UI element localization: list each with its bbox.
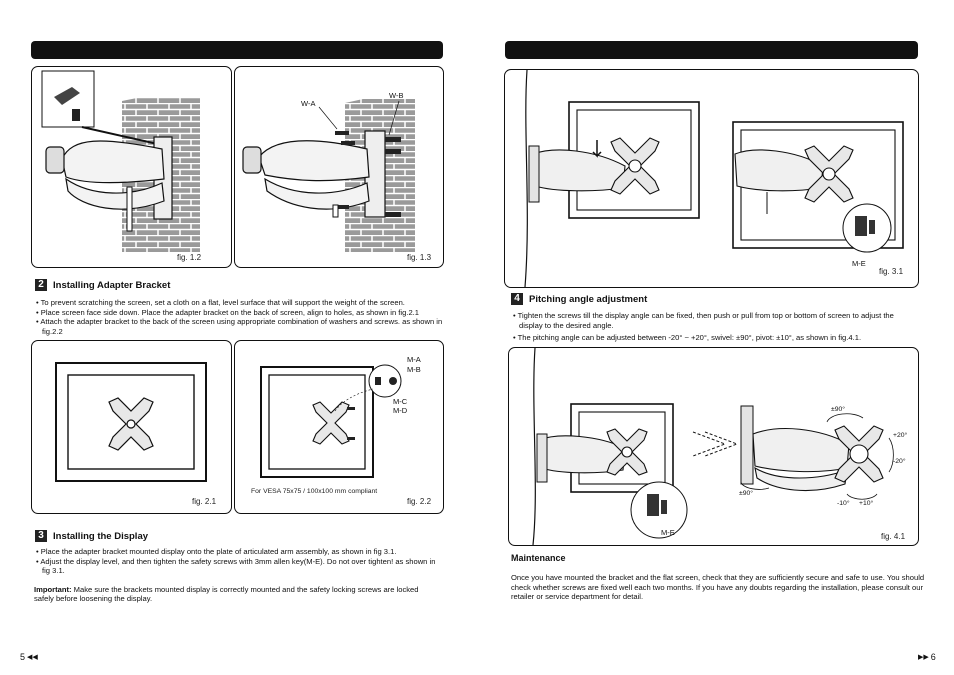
section-3-title: Installing the Display [53,530,149,542]
fig-4-1-caption: fig. 4.1 [881,532,906,541]
section-4-bullet-2: • The pitching angle can be adjusted bet… [513,333,862,343]
section-3-bullet-1: • Place the adapter bracket mounted disp… [36,547,397,556]
arrow-right-icon: ▶▶ [918,654,929,661]
fig-3-1-caption: fig. 3.1 [879,267,904,276]
page-number-right: ▶▶ 6 [918,652,936,662]
label-m-d: M-D [393,406,408,415]
figure-2-1-panel: fig. 2.1 [31,340,232,514]
section-4-title: Pitching angle adjustment [529,293,648,305]
label-w-b: W-B [389,91,404,100]
fig-2-2-caption: fig. 2.2 [407,497,432,506]
figure-4-1-panel: ±90° +20° -20° ±90° -10° +10° M-E fig. 4… [508,347,919,546]
fig-3-1-drawing [524,70,904,287]
maintenance-text: Once you have mounted the bracket and th… [511,573,925,602]
section-4-number: 4 [511,293,523,305]
important-text: Make sure the brackets mounted display i… [34,584,419,604]
label-m-a: M-A [407,355,421,364]
section-3-bullet-2: • Adjust the display level, and then tig… [36,556,436,576]
maintenance-title: Maintenance [511,553,566,563]
arrow-left-icon: ◀◀ [27,654,38,661]
vesa-note: For VESA 75x75 / 100x100 mm compliant [251,488,378,495]
section-3-body: • Place the adapter bracket mounted disp… [34,547,440,604]
label-m-e-fig-3-1: M-E [852,259,866,268]
section-2-bullet-2: • Place screen face side down. Place the… [36,307,419,317]
fig-4-1-drawing [532,348,894,545]
section-2-bullet-3: • Attach the adapter bracket to the back… [36,317,443,336]
figure-1-2-panel: fig. 1.2 [31,66,232,268]
fig-1-2-drawing [41,70,200,252]
fig-1-3-caption: fig. 1.3 [407,253,432,262]
section-4-bullet-1: • Tighten the screws till the display an… [513,311,894,330]
section-4-body: • Tighten the screws till the display an… [511,311,915,343]
section-2-heading: 2 Installing Adapter Bracket [35,279,170,291]
section-2-number: 2 [35,279,47,291]
figure-2-2-panel: M-A M-B M-C M-D For VESA 75x75 / 100x100… [234,340,444,514]
section-4-heading: 4 Pitching angle adjustment [511,293,647,305]
fig-1-3-drawing [242,99,415,252]
page-number-left: 5 ◀◀ [20,652,38,662]
fig-2-2-drawing [260,364,402,478]
section-2-bullet-1: • To prevent scratching the screen, set … [36,298,405,307]
label-pitch-down: -20° [893,458,906,465]
figure-3-1-panel: M-E fig. 3.1 [504,69,919,288]
section-3-important: Important: Make sure the brackets mounte… [34,585,440,604]
important-label: Important: [34,584,72,594]
figure-1-3-panel: W-A W-B fig. 1.3 [234,66,444,268]
label-swivel-bottom: ±90° [739,490,754,497]
label-swivel-top: ±90° [831,406,846,413]
section-2-title: Installing Adapter Bracket [53,279,171,291]
label-pitch-up: +20° [893,432,908,439]
section-3-number: 3 [35,530,47,542]
label-pivot-plus: +10° [859,500,874,507]
label-m-c: M-C [393,397,408,406]
fig-2-1-drawing [55,362,207,482]
label-w-a: W-A [301,99,316,108]
fig-1-2-caption: fig. 1.2 [177,253,202,262]
label-m-e-fig-4-1: M-E [661,528,675,537]
section-2-body: • To prevent scratching the screen, set … [34,298,444,336]
section-3-heading: 3 Installing the Display [35,530,148,542]
label-pivot-minus: -10° [837,500,850,507]
right-header-bar [505,41,918,59]
left-header-bar [31,41,443,59]
fig-2-1-caption: fig. 2.1 [192,497,217,506]
label-m-b: M-B [407,365,421,374]
